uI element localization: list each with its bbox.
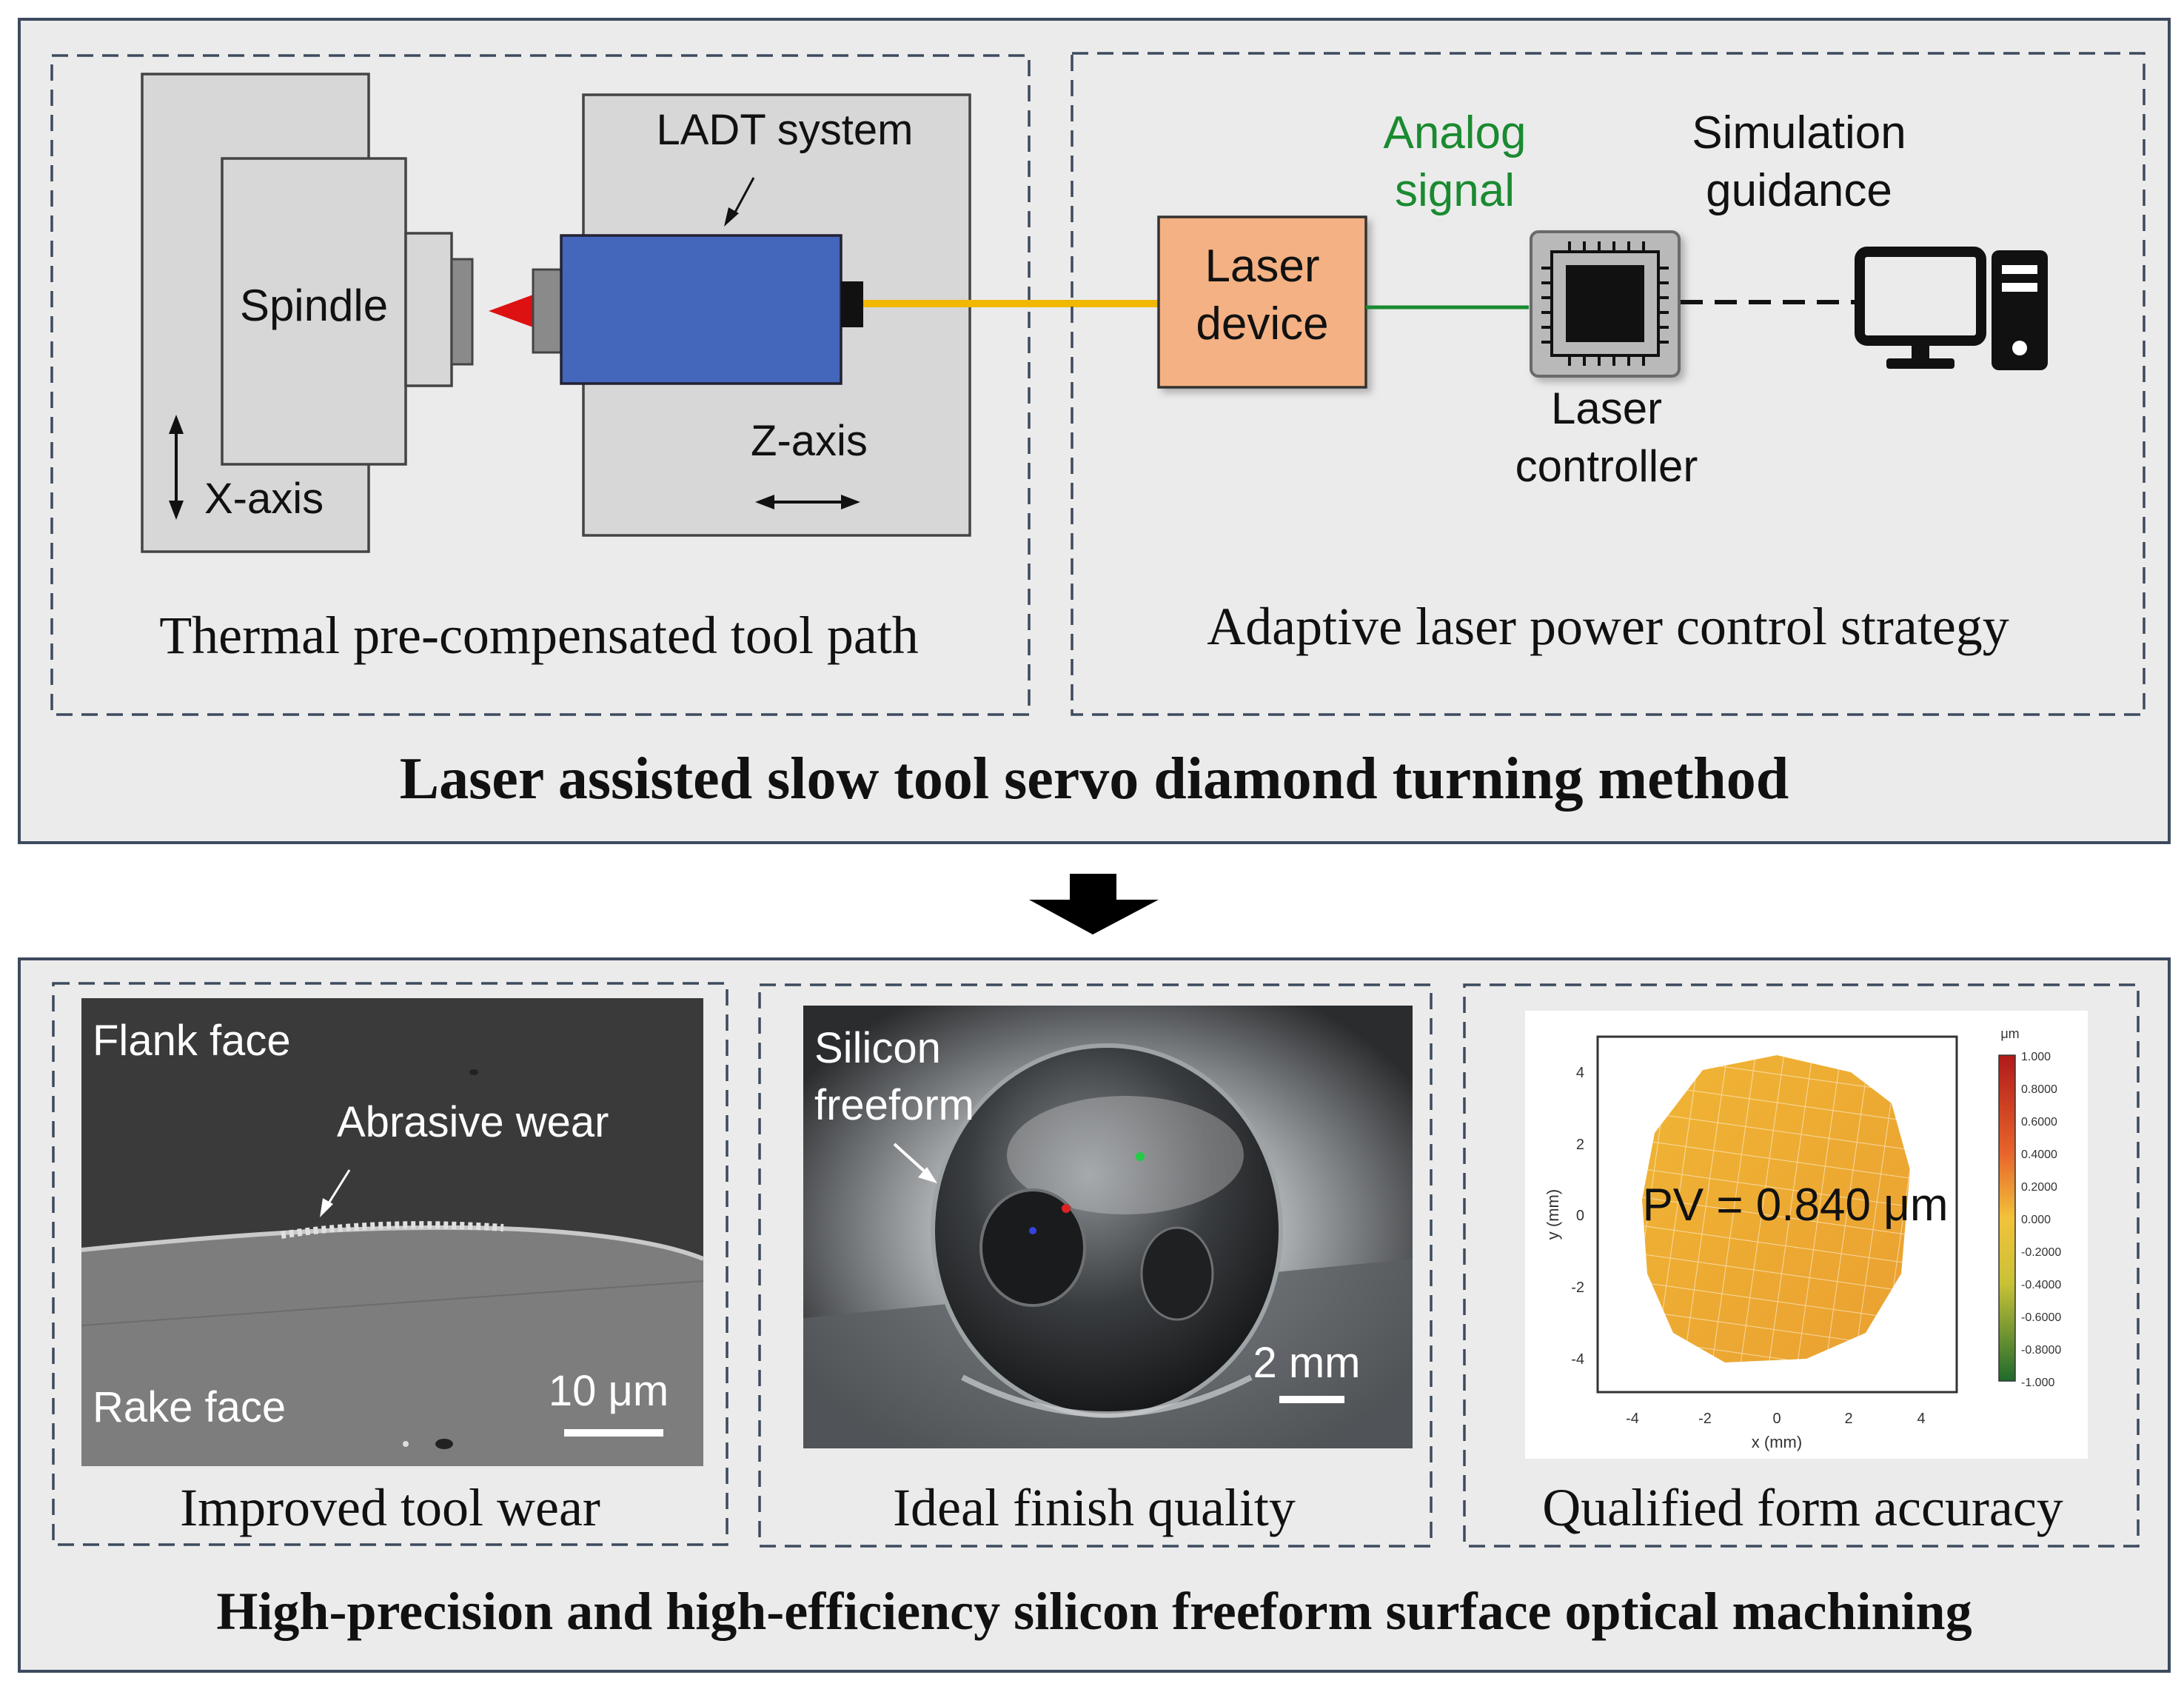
rake-face-label: Rake face <box>93 1383 286 1431</box>
form-colorbar <box>1998 1054 2016 1382</box>
silicon-line1: Silicon <box>814 1024 941 1072</box>
tool-wear-caption: Improved tool wear <box>180 1478 600 1537</box>
finish-dashed-frame <box>758 983 1433 1548</box>
finish-subpanel: Silicon freeform 2 mm Ideal finish quali… <box>758 983 1433 1548</box>
form-caption: Qualified form accuracy <box>1542 1478 2063 1537</box>
form-accuracy-subpanel: -4 -2 0 2 4 4 2 0 -2 -4 x (mm) y (mm) PV… <box>1463 983 2140 1548</box>
spindle-housing <box>221 157 407 466</box>
power-control-caption: Adaptive laser power control strategy <box>1207 597 2009 656</box>
form-dashed-frame <box>1463 983 2140 1548</box>
y-tick: -4 <box>1571 1351 1584 1368</box>
y-tick: -2 <box>1571 1280 1584 1296</box>
x-axis-label: X-axis <box>204 475 324 523</box>
finish-scale-bar <box>1279 1396 1344 1403</box>
fiber-connector <box>841 281 863 327</box>
workpiece-chuck <box>450 258 474 366</box>
z-axis-arrow <box>755 495 860 509</box>
colorbar-tick: -0.2000 <box>2021 1246 2061 1259</box>
colorbar-tick: -1.000 <box>2021 1377 2054 1389</box>
x-tick: 4 <box>1917 1411 1925 1427</box>
colorbar-tick: 0.6000 <box>2021 1116 2057 1128</box>
tool-path-caption: Thermal pre-compensated tool path <box>159 606 919 665</box>
y-tick: 2 <box>1576 1137 1584 1153</box>
spindle-label: Spindle <box>240 281 388 330</box>
colorbar-ticks: 1.000 0.8000 0.6000 0.4000 0.2000 0.000 … <box>2021 1051 2061 1389</box>
controller-line1: Laser <box>1551 384 1662 433</box>
wear-scale-bar <box>564 1429 663 1437</box>
finish-scale-label: 2 mm <box>1253 1339 1361 1387</box>
laser-device-box <box>1157 215 1367 389</box>
colorbar-tick: -0.8000 <box>2021 1344 2061 1357</box>
laser-controller-chip-icon <box>1530 230 1681 378</box>
tool-wear-subpanel: Flank face Abrasive wear Rake face 10 μm… <box>52 982 728 1546</box>
laser-device-line2: device <box>1196 298 1328 350</box>
form-x-ticks: -4 -2 0 2 4 <box>1626 1411 1925 1427</box>
silicon-line2: freeform <box>814 1081 974 1129</box>
form-x-axis-label: x (mm) <box>1752 1433 1802 1451</box>
computer-icon <box>1855 247 2048 370</box>
tool-wear-micrograph <box>81 998 705 1466</box>
x-tick: -2 <box>1698 1411 1712 1427</box>
power-control-subpanel: Laser device Analog signal <box>1071 52 2146 716</box>
analog-line1: Analog <box>1383 107 1526 158</box>
bottom-panel: Flank face Abrasive wear Rake face 10 μm… <box>18 957 2171 1673</box>
tool-holder <box>532 268 563 354</box>
colorbar-unit-label: μm <box>2000 1026 2019 1041</box>
ladt-label: LADT system <box>656 106 913 154</box>
colorbar-tick: 0.4000 <box>2021 1148 2057 1161</box>
abrasive-pointer-arrow <box>320 1169 351 1217</box>
tool-wear-dashed-frame <box>52 982 728 1546</box>
y-tick: 0 <box>1576 1208 1584 1224</box>
colorbar-tick: -0.4000 <box>2021 1279 2061 1291</box>
colorbar-tick: 1.000 <box>2021 1051 2051 1063</box>
y-tick: 4 <box>1576 1065 1584 1081</box>
colorbar-tick: 0.000 <box>2021 1214 2051 1226</box>
spindle-nose <box>404 232 453 387</box>
abrasive-wear-label: Abrasive wear <box>337 1098 609 1146</box>
x-axis-arrow <box>169 415 184 520</box>
wear-scale-label: 10 μm <box>549 1367 669 1415</box>
finish-caption: Ideal finish quality <box>893 1478 1296 1537</box>
form-y-ticks: 4 2 0 -2 -4 <box>1571 1065 1584 1368</box>
bottom-panel-title: High-precision and high-efficiency silic… <box>216 1582 1972 1641</box>
form-y-axis-label: y (mm) <box>1544 1189 1562 1240</box>
form-error-map-grid <box>1642 1055 1910 1362</box>
silicon-pointer-arrow <box>893 1143 937 1183</box>
x-tick: 0 <box>1772 1411 1781 1427</box>
x-tick: 2 <box>1844 1411 1852 1427</box>
ladt-pointer-arrow <box>724 177 755 227</box>
diamond-tool-tip <box>489 295 533 327</box>
silicon-freeform-photo <box>803 1006 1413 1448</box>
simulation-line2: guidance <box>1706 165 1892 216</box>
controller-line2: controller <box>1515 441 1698 491</box>
pv-value-label: PV = 0.840 μm <box>1642 1180 1948 1231</box>
analog-line2: signal <box>1395 165 1515 216</box>
simulation-line1: Simulation <box>1692 107 1906 158</box>
z-axis-label: Z-axis <box>751 417 868 465</box>
tool-path-subpanel: Spindle X-axis LADT system Z-axis <box>50 54 1031 716</box>
form-plot-frame <box>1596 1035 1958 1394</box>
power-control-dashed-frame <box>1071 52 2146 716</box>
laser-device-line1: Laser <box>1205 241 1319 292</box>
ladt-system-block <box>560 234 843 385</box>
flank-face-label: Flank face <box>93 1017 291 1065</box>
colorbar-tick: 0.8000 <box>2021 1083 2057 1096</box>
x-tick: -4 <box>1626 1411 1639 1427</box>
colorbar-tick: 0.2000 <box>2021 1181 2057 1194</box>
tool-path-dashed-frame <box>50 54 1031 716</box>
top-panel-title: Laser assisted slow tool servo diamond t… <box>400 746 1789 812</box>
down-arrow-icon <box>1029 874 1159 934</box>
colorbar-tick: -0.6000 <box>2021 1311 2061 1324</box>
top-panel: Spindle X-axis LADT system Z-axis <box>18 18 2171 844</box>
